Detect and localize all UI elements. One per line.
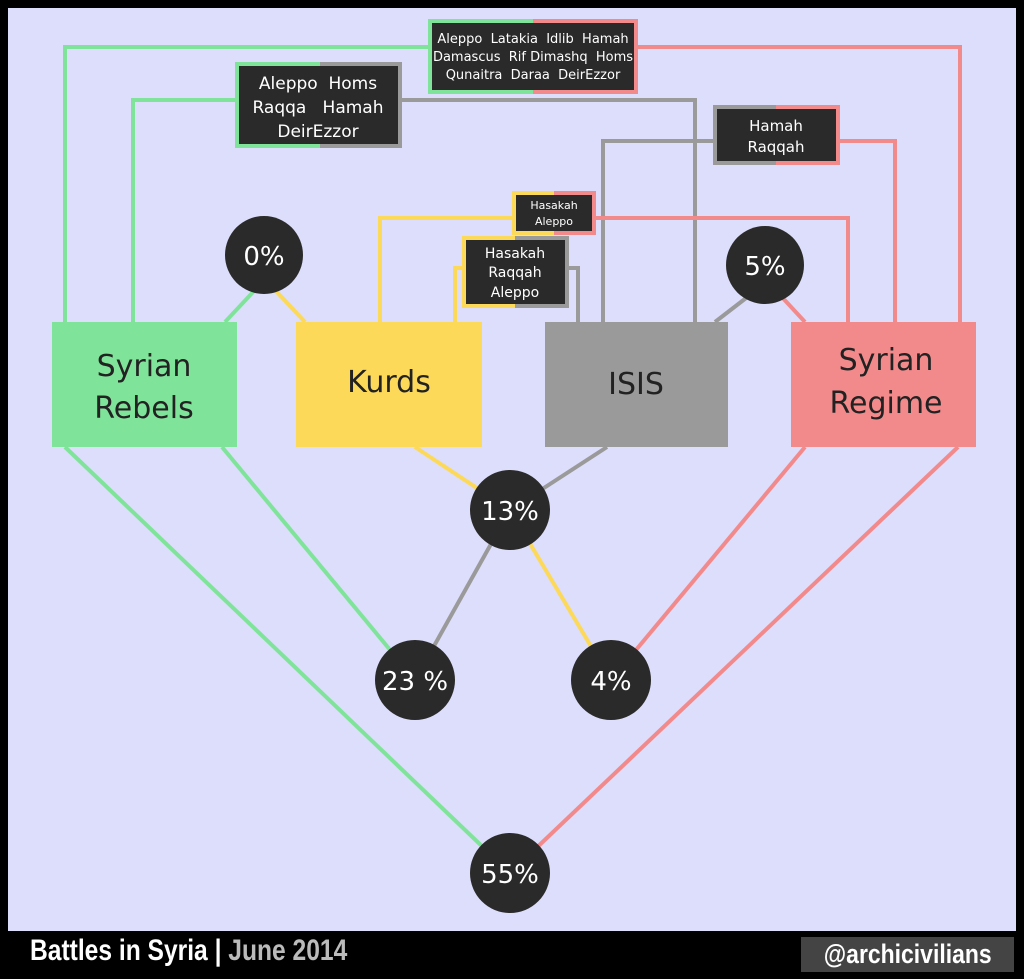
faction-syrian-rebels: Syrian Rebels [52,322,237,447]
link-kurds-isis-locations [453,266,464,322]
link-kurds-regime-locations [378,216,514,322]
location-line: Aleppo Latakia Idlib Hamah [437,32,628,47]
location-line: Hasakah [530,199,577,212]
svg-text:Syrian: Syrian [97,349,192,384]
location-line: Qunaitra Daraa DeirEzzor [446,68,621,83]
node-rebels-regime [470,833,550,913]
link-regime-rebels-locations [636,45,962,322]
footer-title: Battles in Syria | June 2014 [30,934,347,968]
link-isis-regime-locations [601,139,715,322]
location-line: Raqqah [747,138,804,156]
title-text: Battles in Syria | [30,934,222,967]
location-line: Raqqah [488,265,541,281]
link-regime-kurds-locations [594,216,850,322]
svg-text:ISIS: ISIS [608,367,664,402]
node-rebels-isis [375,640,455,720]
diagram-background [8,8,1016,931]
svg-text:Regime: Regime [829,386,942,421]
location-line: Raqqa Hamah [252,98,383,118]
pct-rebels-kurds: 0% [243,242,284,272]
svg-text:Syrian: Syrian [839,343,934,378]
link-rebels-isis-locations [131,98,237,322]
node-kurds-isis [470,470,550,550]
node-kurds-regime [571,640,651,720]
location-line: Aleppo [535,215,573,228]
locations-rebels-regime: Aleppo Latakia Idlib Hamah Damascus Rif … [428,19,638,94]
link-isis-rebels-locations [400,98,697,322]
node-isis-regime [726,226,804,304]
locations-isis-regime: Hamah Raqqah [713,105,840,165]
location-line: DeirEzzor [277,122,358,142]
location-line: Hamah [749,117,803,135]
link-regime-isis-locations [838,139,897,322]
location-line: Aleppo [491,285,539,301]
faction-isis: ISIS [545,322,728,447]
date-text: June 2014 [221,934,348,967]
location-line: Aleppo Homs [259,74,377,94]
handle-text: @archicivilians [823,939,992,969]
svg-text:Kurds: Kurds [347,365,431,400]
pct-rebels-regime: 55% [481,860,539,890]
location-line: Damascus Rif Dimashq Homs [433,50,633,65]
svg-text:Rebels: Rebels [94,391,193,426]
pct-kurds-isis: 13% [481,497,539,527]
link-isis-kurds-locations [567,266,580,322]
pct-rebels-isis: 23 % [382,667,448,697]
locations-rebels-isis: Aleppo Homs Raqqa Hamah DeirEzzor [235,62,402,148]
link-rebels-regime-locations [63,45,430,322]
faction-syrian-regime: Syrian Regime [791,322,976,447]
locations-kurds-isis: Hasakah Raqqah Aleppo [462,236,569,308]
location-line: Hasakah [485,246,545,262]
faction-kurds: Kurds [296,322,482,447]
node-rebels-kurds [225,216,303,294]
pct-kurds-regime: 4% [590,667,631,697]
pct-isis-regime: 5% [744,252,785,282]
author-handle: @archicivilians [800,937,1014,972]
locations-kurds-regime: Hasakah Aleppo [512,191,596,235]
